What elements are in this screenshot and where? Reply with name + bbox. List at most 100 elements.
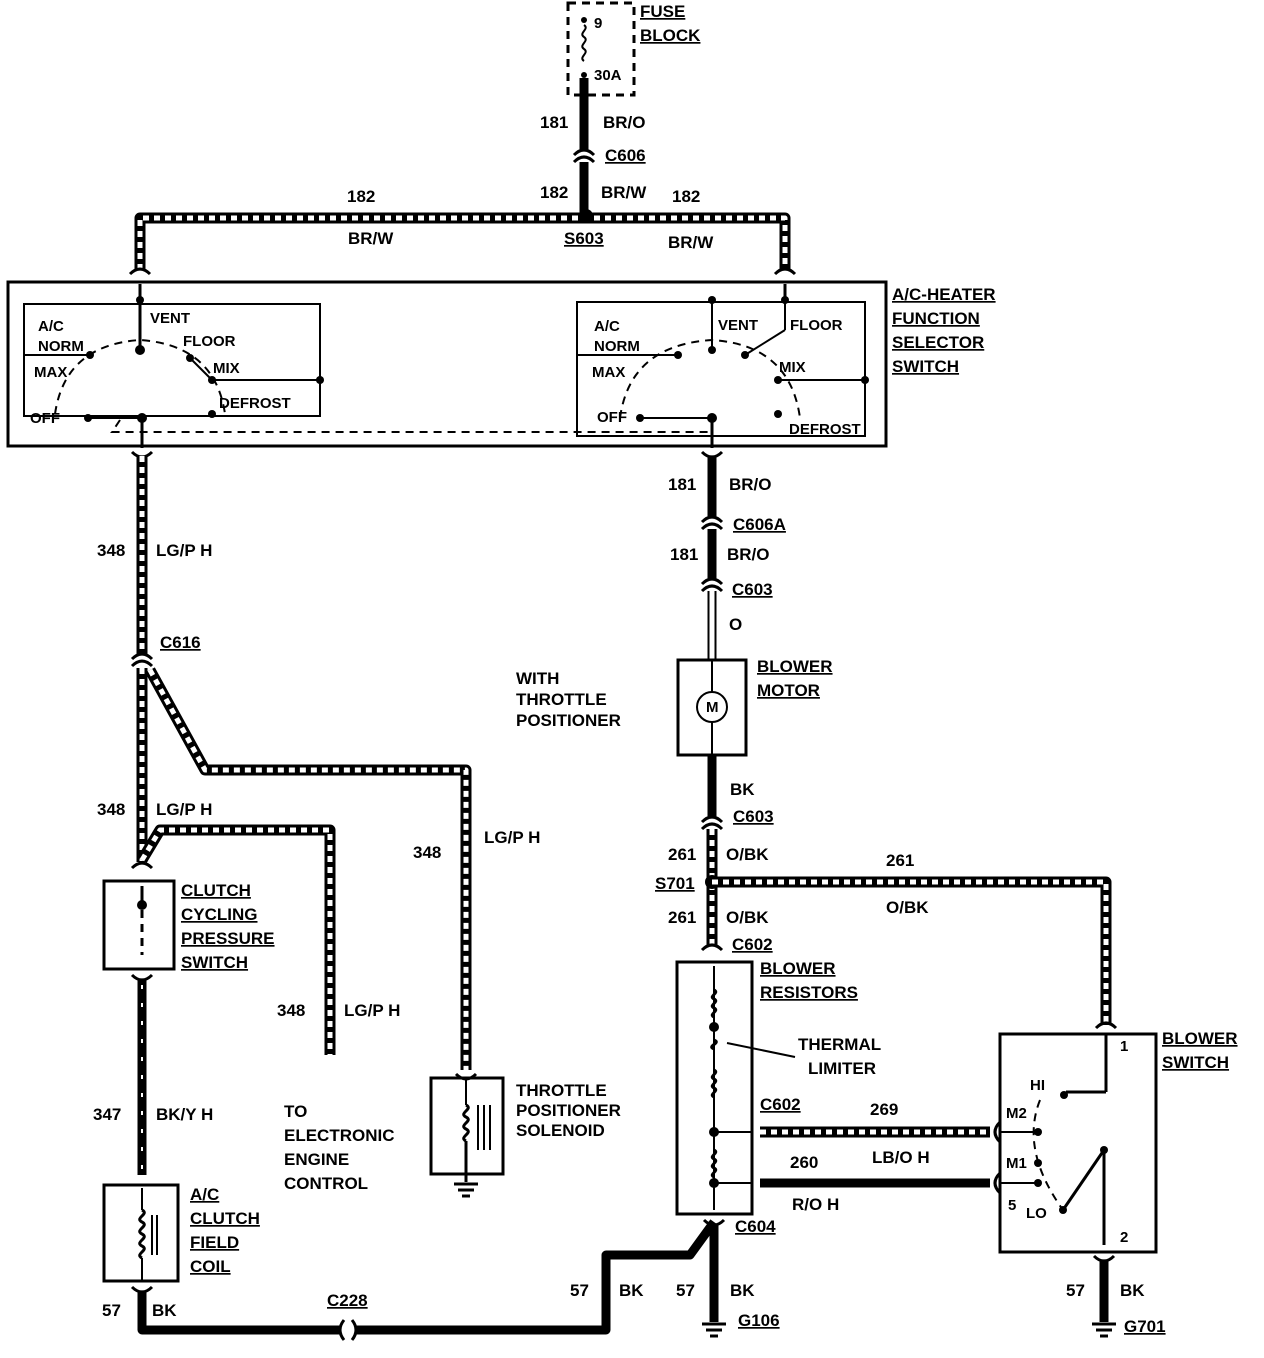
top-feed-wire: 181 BR/O C606 182 BR/W [540, 78, 647, 214]
wire-o-bk-b: O/BK [726, 908, 769, 927]
wire-348-b: 348 [97, 800, 125, 819]
left-max-label: MAX [34, 364, 67, 381]
right-floor-label: FLOOR [790, 317, 843, 334]
wire-181-b: 181 [670, 545, 698, 564]
wire-bk-mid: BK [619, 1281, 644, 1300]
left-vent-label: VENT [150, 310, 190, 327]
switch-title-3: SELECTOR [892, 333, 984, 352]
wire-181-label: 181 [540, 113, 568, 132]
connector-c606a: C606A [733, 515, 786, 534]
right-max-label: MAX [592, 364, 625, 381]
clutch-coil-2: CLUTCH [190, 1209, 260, 1228]
clutch-switch-3: PRESSURE [181, 929, 275, 948]
thermal-limiter-1: THERMAL [798, 1035, 881, 1054]
to-eec-2: ELECTRONIC [284, 1126, 395, 1145]
to-eec-1: TO [284, 1102, 307, 1121]
switch-title-2: FUNCTION [892, 309, 980, 328]
wire-o-label: O [729, 615, 742, 634]
wire-348-d: 348 [277, 1001, 305, 1020]
wire-bk-motor: BK [730, 780, 755, 799]
to-eec-4: CONTROL [284, 1174, 368, 1193]
connector-c603-top: C603 [732, 580, 773, 599]
wire-br-w-right-label: BR/W [668, 233, 714, 252]
wire-br-o-label: BR/O [603, 113, 646, 132]
blower-switch-title-1: BLOWER [1162, 1029, 1238, 1048]
wire-lb-o: LB/O H [872, 1148, 930, 1167]
clutch-coil-1: A/C [190, 1185, 219, 1204]
left-norm-label: NORM [38, 338, 84, 355]
left-defrost-label: DEFROST [219, 395, 291, 412]
fuse-block-title-1: FUSE [640, 2, 685, 21]
left-floor-label: FLOOR [183, 333, 236, 350]
to-eec-3: ENGINE [284, 1150, 349, 1169]
connector-c604: C604 [735, 1217, 776, 1236]
connector-c603-bottom: C603 [733, 807, 774, 826]
blower-switch: 1 HI M2 M1 5 LO 2 BLOWER SWITCH 57 BK G7… [993, 1029, 1238, 1338]
fuse-block: 9 30A FUSE BLOCK [566, 1, 701, 97]
connector-c616: C616 [160, 633, 201, 652]
left-branch: 348 LG/P H C616 348 LG/P H 348 LG/P H 34… [93, 450, 718, 1341]
wire-182-label: 182 [540, 183, 568, 202]
wire-348-a: 348 [97, 541, 125, 560]
fuse-number: 9 [594, 15, 602, 32]
left-mix-label: MIX [213, 360, 240, 377]
wire-347: 347 [93, 1105, 121, 1124]
wire-lgph-a: LG/P H [156, 541, 212, 560]
wire-57-left: 57 [102, 1301, 121, 1320]
wire-57-g701: 57 [1066, 1281, 1085, 1300]
wire-lgph-b: LG/P H [156, 800, 212, 819]
wire-57-g106: 57 [676, 1281, 695, 1300]
throttle-positioner: WITH THROTTLE POSITIONER THROTTLE POSITI… [429, 669, 621, 1198]
wire-181-a: 181 [668, 475, 696, 494]
clutch-coil-4: COIL [190, 1257, 231, 1276]
wire-br-w-label: BR/W [601, 183, 647, 202]
blower-resistors-title-2: RESISTORS [760, 983, 858, 1002]
switch-title-1: A/C-HEATER [892, 285, 996, 304]
right-off-label: OFF [597, 409, 627, 426]
fuse-block-title-2: BLOCK [640, 26, 701, 45]
blower-motor-title-2: MOTOR [757, 681, 820, 700]
ground-g701: G701 [1124, 1317, 1166, 1336]
throttle-note-3: POSITIONER [516, 711, 621, 730]
wire-348-c: 348 [413, 843, 441, 862]
wire-269: 269 [870, 1100, 898, 1119]
right-norm-label: NORM [594, 338, 640, 355]
fuse-rating: 30A [594, 67, 622, 84]
connector-c606: C606 [605, 146, 646, 165]
wire-bk-g701: BK [1120, 1281, 1145, 1300]
clutch-switch-1: CLUTCH [181, 881, 251, 900]
wire-r-o: R/O H [792, 1195, 839, 1214]
wire-57-mid: 57 [570, 1281, 589, 1300]
right-ac-label: A/C [594, 318, 620, 335]
throttle-note-1: WITH [516, 669, 559, 688]
right-vent-label: VENT [718, 317, 758, 334]
wire-o-bk-right: O/BK [886, 898, 929, 917]
thermal-limiter-2: LIMITER [808, 1059, 876, 1078]
wire-bk-y-h: BK/Y H [156, 1105, 213, 1124]
clutch-coil-3: FIELD [190, 1233, 239, 1252]
solenoid-1: THROTTLE [516, 1081, 607, 1100]
connector-c228: C228 [327, 1291, 368, 1310]
right-branch: 181 BR/O C606A 181 BR/O C603 O M BLOWER … [655, 450, 1118, 1338]
m1-label: M1 [1006, 1155, 1027, 1172]
clutch-switch-2: CYCLING [181, 905, 258, 924]
wire-lgph-d: LG/P H [344, 1001, 400, 1020]
clutch-switch-4: SWITCH [181, 953, 248, 972]
wire-261-right: 261 [886, 851, 914, 870]
wire-182-left-label: 182 [347, 187, 375, 206]
wire-br-o-b: BR/O [727, 545, 770, 564]
splice-s603: S603 [564, 229, 604, 248]
pin-5: 5 [1008, 1197, 1016, 1214]
solenoid-3: SOLENOID [516, 1121, 605, 1140]
m2-label: M2 [1006, 1105, 1027, 1122]
wire-br-w-left-label: BR/W [348, 229, 394, 248]
wire-bk-g106: BK [730, 1281, 755, 1300]
function-selector-switch: A/C NORM MAX VENT FLOOR MIX DEFROST OFF … [6, 280, 996, 448]
left-ac-label: A/C [38, 318, 64, 335]
connector-c602-side: C602 [760, 1095, 801, 1114]
connector-c602-top: C602 [732, 935, 773, 954]
switch-title-4: SWITCH [892, 357, 959, 376]
wire-br-o-a: BR/O [729, 475, 772, 494]
pin-1: 1 [1120, 1038, 1128, 1055]
ground-g106: G106 [738, 1311, 780, 1330]
